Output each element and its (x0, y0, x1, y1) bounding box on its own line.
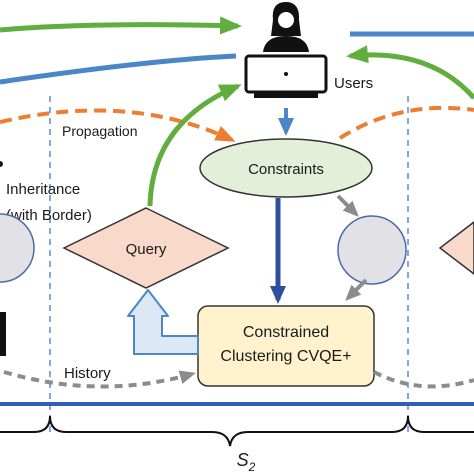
inheritance-label-line2: (with Border) (6, 207, 92, 224)
segment-label-var: S (237, 450, 249, 470)
propagation-label: Propagation (62, 123, 138, 139)
feedback-arrow-right (346, 45, 474, 100)
feedback-arrow-top-left (0, 16, 242, 35)
query-label: Query (126, 241, 167, 258)
segment-label: S2 (237, 450, 256, 474)
laptop-icon (244, 54, 328, 98)
inheritance-label-line1: Inheritance (6, 181, 80, 198)
segment-brace-right-tail (407, 415, 474, 433)
user-icon (263, 2, 309, 52)
query-to-user-arrow (147, 83, 242, 207)
constraints-node (199, 138, 373, 198)
segment-brace-left-tail (0, 415, 51, 433)
feedback-curve-left (0, 53, 237, 85)
right-cluster-node (337, 215, 407, 285)
dot-mark (0, 161, 3, 167)
previous-node-edge (0, 312, 6, 356)
left-cluster-node (0, 213, 35, 283)
clustering-label-line1: Constrained (243, 324, 329, 341)
segment-label-sub: 2 (248, 460, 256, 474)
circle-to-clustering-arrow (345, 278, 368, 301)
clustering-node (197, 305, 375, 387)
segment-brace (49, 415, 409, 447)
constraints-to-circle-arrow (336, 194, 359, 217)
users-label: Users (334, 75, 373, 92)
history-label: History (64, 365, 111, 382)
next-query-node (438, 221, 474, 275)
clustering-to-query-arrow (127, 289, 199, 355)
query-node (62, 207, 230, 289)
propagation-arrow-right (338, 106, 474, 140)
clustering-label-line2: Clustering CVQE+ (220, 348, 351, 365)
constraints-label: Constraints (248, 161, 324, 178)
propagation-arrow (0, 108, 236, 142)
history-arrow-right (373, 370, 474, 389)
